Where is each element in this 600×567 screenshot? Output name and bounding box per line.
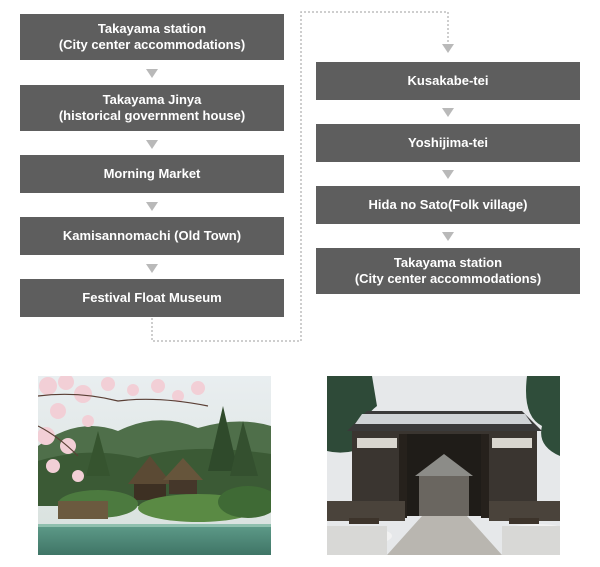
down-arrow-icon: [442, 44, 454, 53]
step-yoshijima-tei: Yoshijima-tei: [316, 124, 580, 162]
step-sublabel: (City center accommodations): [354, 271, 542, 286]
step-takayama-jinya: Takayama Jinya (historical government ho…: [20, 85, 284, 131]
step-label: Festival Float Museum: [82, 290, 222, 305]
down-arrow-icon: [442, 232, 454, 241]
folk-village-photo: [38, 376, 271, 555]
step-takayama-station-end: Takayama station (City center accommodat…: [316, 248, 580, 294]
takayama-jinya-photo: [327, 376, 560, 555]
step-takayama-station-start: Takayama station (City center accommodat…: [20, 14, 284, 60]
down-arrow-icon: [146, 69, 158, 78]
step-label: Hida no Sato(Folk village): [368, 197, 528, 212]
down-arrow-icon: [442, 108, 454, 117]
step-kamisannomachi: Kamisannomachi (Old Town): [20, 217, 284, 255]
step-festival-float-museum: Festival Float Museum: [20, 279, 284, 317]
down-arrow-icon: [146, 264, 158, 273]
down-arrow-icon: [146, 140, 158, 149]
step-label: Takayama Jinya: [102, 92, 202, 107]
down-arrow-icon: [442, 170, 454, 179]
step-kusakabe-tei: Kusakabe-tei: [316, 62, 580, 100]
step-sublabel: (City center accommodations): [58, 37, 246, 52]
down-arrow-icon: [146, 202, 158, 211]
step-label: Kusakabe-tei: [407, 73, 489, 88]
step-label: Takayama station: [393, 255, 503, 270]
step-sublabel: (historical government house): [58, 108, 246, 123]
step-label: Kamisannomachi (Old Town): [62, 228, 242, 243]
step-label: Yoshijima-tei: [408, 135, 488, 150]
step-hida-no-sato: Hida no Sato(Folk village): [316, 186, 580, 224]
step-label: Takayama station: [97, 21, 207, 36]
step-morning-market: Morning Market: [20, 155, 284, 193]
step-label: Morning Market: [103, 166, 201, 181]
